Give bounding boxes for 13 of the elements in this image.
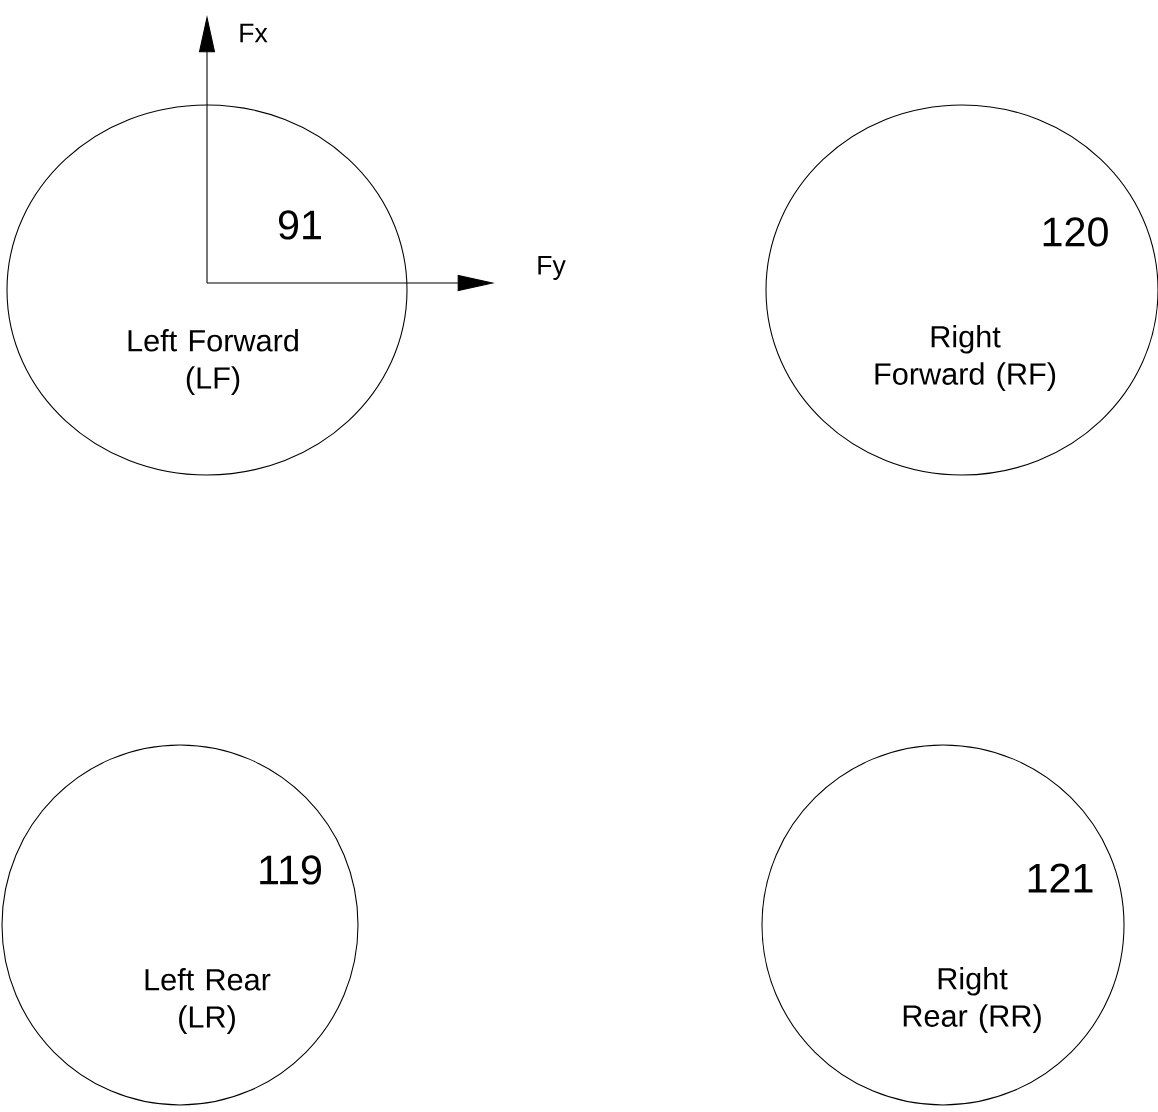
- wheel-circle: [761, 744, 1125, 1106]
- wheel-label: Left Rear (LR): [145, 968, 271, 1034]
- reference-numeral: 121: [1028, 863, 1093, 893]
- reference-numeral: 119: [260, 855, 321, 885]
- wheel-label: Right Forward (RF): [875, 325, 1056, 391]
- reference-numeral: 120: [1043, 217, 1108, 247]
- axis-label: Fy: [538, 256, 566, 280]
- wheel-label: Right Rear (RR): [903, 967, 1041, 1033]
- axis-label: Fx: [240, 23, 268, 43]
- wheel-label: Left Forward (LF): [128, 329, 298, 395]
- wheel-circle: [6, 104, 408, 476]
- wheel-circle: [1, 744, 359, 1106]
- reference-numeral: 91: [278, 210, 321, 240]
